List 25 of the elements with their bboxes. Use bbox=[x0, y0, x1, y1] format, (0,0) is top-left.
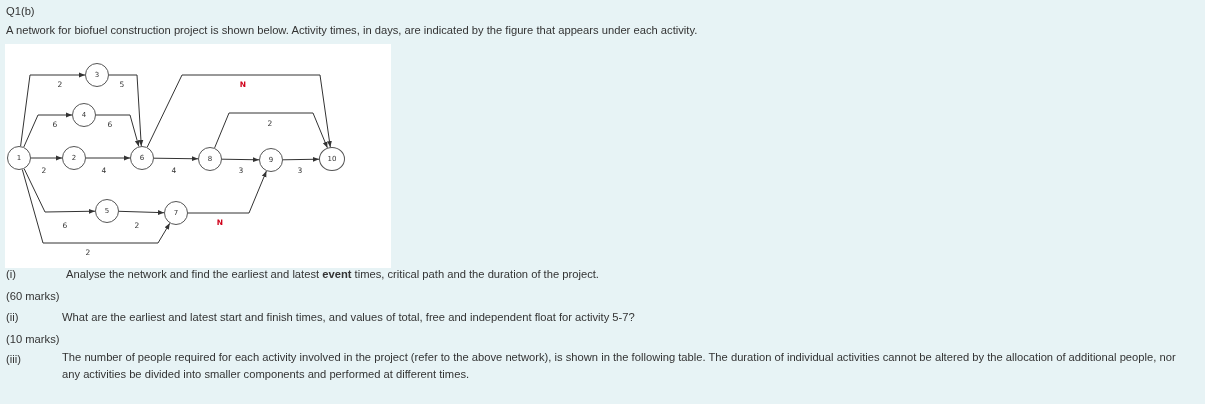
arrow bbox=[23, 168, 96, 214]
arrow bbox=[95, 114, 140, 147]
question-text: What are the earliest and latest start and finish times, and values of total, free and independent float for activity 5-7? bbox=[62, 310, 635, 324]
arrow bbox=[153, 156, 199, 162]
intro-text: A network for biofuel construction project is shown below. Activity times, in days, are indicated by the figure that appears under each activity. bbox=[6, 23, 698, 37]
question-number: (ii) bbox=[6, 310, 19, 324]
arrow bbox=[187, 170, 267, 214]
question-text: The number of people required for each activity involved in the project (refer to the above network), is shown in the following table. The duration of individual activities cannot be altered by the allocation of additional people, nor any activities be divided into smaller components and performed at different times. bbox=[62, 350, 1177, 382]
arrow bbox=[85, 155, 131, 161]
arrow bbox=[146, 74, 332, 148]
arrow bbox=[214, 112, 328, 149]
arrow bbox=[21, 169, 171, 244]
arrow bbox=[108, 74, 144, 147]
question-number: (i) bbox=[6, 267, 16, 281]
arrow bbox=[118, 210, 165, 215]
marks-text: (10 marks) bbox=[6, 332, 60, 346]
marks-text: (60 marks) bbox=[6, 289, 60, 303]
question-title: Q1(b) bbox=[6, 4, 35, 18]
question-text: Analyse the network and find the earliest and latest event times, critical path and the duration of the project. bbox=[66, 267, 599, 281]
arrow bbox=[30, 155, 63, 161]
arrow bbox=[20, 72, 86, 147]
arrow bbox=[23, 112, 73, 148]
question-number: (iii) bbox=[6, 352, 21, 366]
arrow bbox=[282, 156, 320, 162]
arrow bbox=[221, 157, 260, 163]
